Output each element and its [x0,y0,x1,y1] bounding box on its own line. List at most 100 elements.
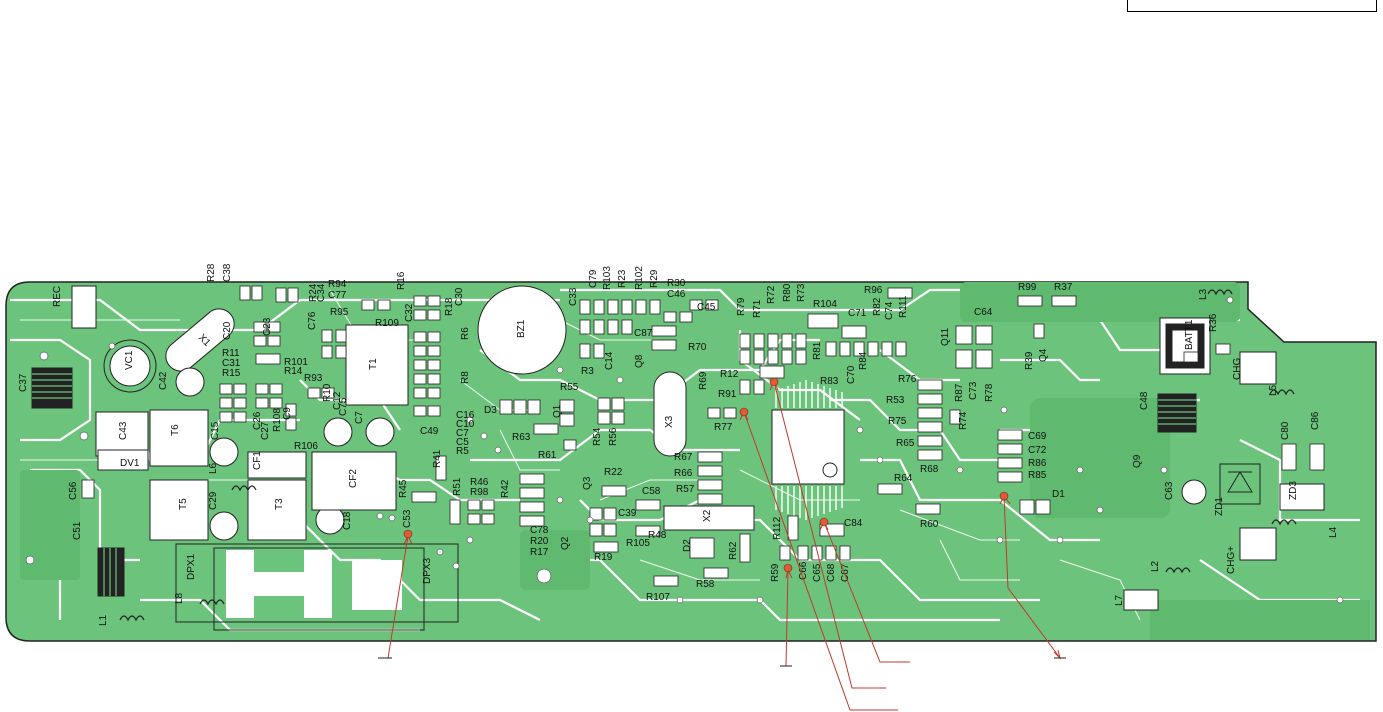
component-label-r79: R79 [736,297,747,316]
component-label-c67: C67 [840,563,851,582]
component-label-r42: R42 [500,479,511,498]
component-label-c20: C20 [222,321,233,340]
component-label-q8: Q8 [634,354,645,368]
component-label-c31: C31 [222,358,241,369]
component-label-zd3: ZD3 [1288,481,1299,500]
component-label-c72: C72 [1028,445,1047,456]
bz1-buzzer [477,285,567,375]
component-label-r22: R22 [604,467,623,478]
component-label-r68: R68 [920,464,939,475]
component-label-r87: R87 [954,383,965,402]
component-label-c42: C42 [158,371,169,390]
component-label-r60: R60 [920,519,939,530]
component-label-q2: Q2 [560,536,571,550]
component-label-t6: T6 [170,424,181,436]
page-number-box [1127,0,1377,12]
component-label-r61: R61 [538,450,557,461]
component-label-c51: C51 [72,521,83,540]
component-label-c73: C73 [968,381,979,400]
component-label-r30: R30 [667,278,686,289]
component-label-d2: D2 [682,539,693,552]
component-label-r81: R81 [812,341,823,360]
component-label-r98: R98 [470,487,489,498]
component-label-r45: R45 [398,479,409,498]
component-label-c5: C5 [456,437,469,448]
component-label-cf1: CF1 [252,451,263,470]
component-label-r53: R53 [886,395,905,406]
component-label-c77: C77 [328,290,347,301]
component-label-c48: C48 [1139,391,1150,410]
component-label-l8: L8 [174,592,185,604]
component-label-r28: R28 [206,263,217,282]
component-label-c43: C43 [118,421,129,440]
component-label-c49: C49 [420,426,439,437]
component-label-r36: R36 [1208,313,1219,332]
callout-line-c53 [387,535,409,659]
component-label-r109: R109 [375,318,399,329]
component-label-c14: C14 [604,351,615,370]
component-label-d3: D3 [484,405,497,416]
component-label-c56: C56 [68,481,79,500]
component-label-r112: R112 [772,516,783,540]
component-label-c80: C80 [1280,421,1291,440]
component-label-r82: R82 [872,297,883,316]
component-label-r6: R6 [460,327,471,340]
component-label-c26: C26 [252,411,263,430]
component-label-r12: R12 [720,369,739,380]
component-label-c38: C38 [222,263,233,282]
component-label-r94: R94 [328,279,347,290]
component-label-r14: R14 [284,366,303,377]
component-label-l3: L3 [1198,288,1209,300]
component-label-c7: C7 [456,428,469,439]
component-label-l5: L5 [1268,384,1279,396]
component-label-r101: R101 [284,357,308,368]
probe-r77 [739,407,749,417]
via-dots [25,296,1344,604]
component-label-r99: R99 [1018,282,1037,293]
component-label-r105: R105 [626,538,650,549]
component-label-r106: R106 [294,441,318,452]
component-label-c16: C16 [456,410,475,421]
component-label-r69: R69 [698,371,709,390]
component-label-r39: R39 [1024,351,1035,370]
probe-r91 [769,377,779,387]
component-label-c69: C69 [1028,431,1047,442]
component-label-r15: R15 [222,368,241,379]
callout-lines [387,380,1061,711]
component-label-c15: C15 [210,421,221,440]
component-label-r16: R16 [396,271,407,290]
component-label-c10: C10 [456,419,475,430]
component-label-r11: R11 [222,348,240,359]
component-label-r66: R66 [674,468,693,479]
component-label-l4: L4 [1328,526,1339,538]
component-label-c34: C34 [316,283,327,302]
component-label-r85: R85 [1028,470,1047,481]
callout-line-r59 [785,569,789,667]
component-label-r10: R10 [322,383,333,402]
component-label-c23: C23 [262,317,273,336]
component-label-r59: R59 [770,563,781,582]
component-label-l2: L2 [1150,560,1161,572]
component-label-x3: X3 [664,415,675,428]
component-label-c18: C18 [342,511,353,530]
component-label-r77: R77 [714,422,733,433]
component-label-r84: R84 [858,351,869,370]
component-label-q4: Q4 [1038,348,1049,362]
component-label-r72: R72 [766,285,777,304]
component-label-c86: C86 [1310,411,1321,430]
component-label-r19: R19 [594,552,613,563]
component-label-c39: C39 [618,508,637,519]
component-label-c79: C79 [588,269,599,288]
component-label-c7: C7 [354,411,365,424]
component-label-r95: R95 [330,307,349,318]
component-label-l7: L7 [1114,594,1125,606]
component-label-cf2: CF2 [348,469,359,488]
component-label-r46: R46 [470,477,489,488]
component-label-q9: Q9 [1132,454,1143,468]
component-label-c58: C58 [642,486,661,497]
components [31,285,1325,631]
callout-line-r77 [743,411,898,711]
probe-r85 [999,491,1009,501]
